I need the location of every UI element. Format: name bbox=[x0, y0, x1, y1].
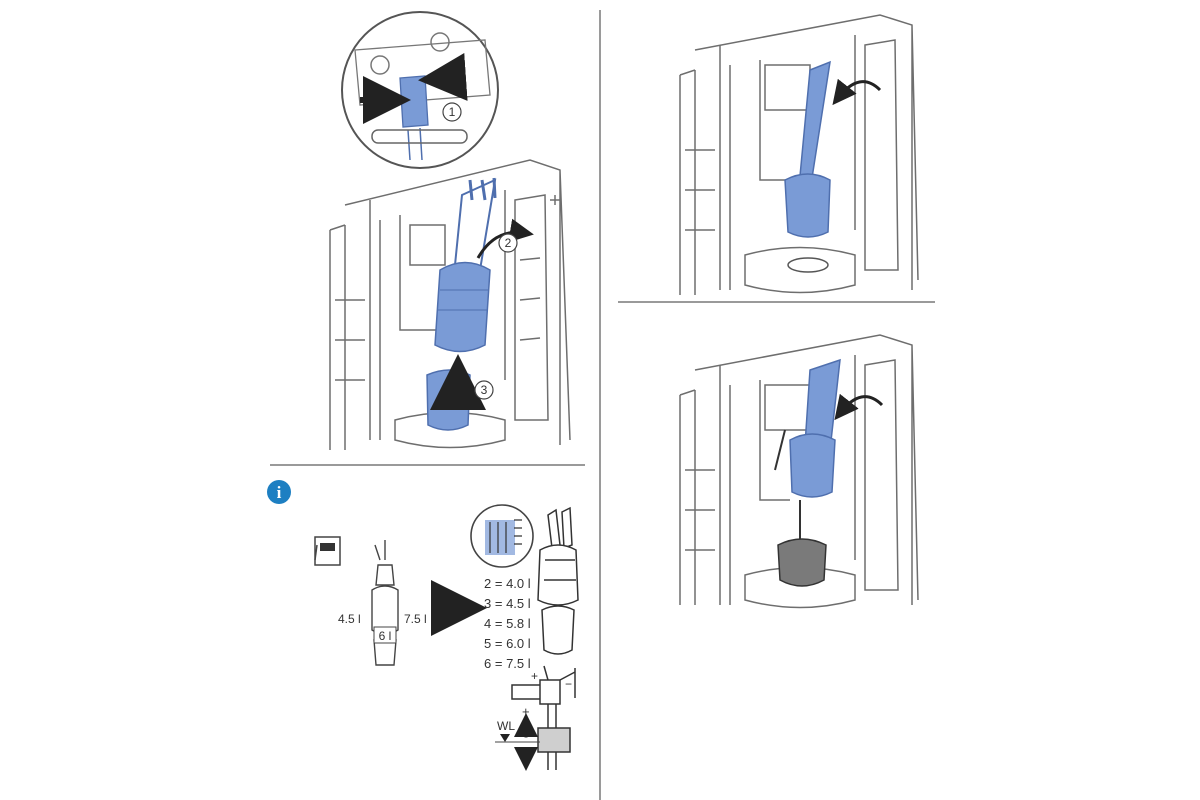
flush-volume-right-label: 7.5 l bbox=[404, 612, 427, 626]
info-icon-glyph: i bbox=[277, 483, 282, 502]
step-3-label: 3 bbox=[481, 383, 488, 397]
step-2-badge bbox=[498, 233, 518, 253]
water-level-marker bbox=[500, 734, 510, 742]
step-3-badge bbox=[474, 380, 494, 400]
fill-valve-plus-top: + bbox=[531, 669, 538, 683]
rotate-arrow bbox=[834, 393, 884, 421]
fill-valve-minus-top: − bbox=[565, 677, 572, 691]
rotate-arrow bbox=[832, 78, 882, 106]
flush-volume-left-label: 4.5 l bbox=[338, 612, 361, 626]
flush-volume-center-box bbox=[373, 626, 397, 644]
overflow-pipe-blue bbox=[784, 60, 831, 273]
volume-table: 2 = 4.0 l 3 = 4.5 l 4 = 5.8 l 5 = 6.0 l … bbox=[484, 576, 531, 671]
volume-row: 6 = 7.5 l bbox=[484, 656, 531, 671]
flush-valve-blue bbox=[434, 177, 497, 353]
step-2-label: 2 bbox=[505, 236, 512, 250]
overflow-pipe bbox=[426, 369, 471, 431]
volume-row: 5 = 6.0 l bbox=[484, 636, 531, 651]
flush-valve-blue bbox=[774, 358, 841, 587]
panel-flush-volume-info: i 4.5 l 7.5 l 6 l 2 = 4.0 l 3 = 4.5 l 4 … bbox=[267, 480, 579, 771]
step-1-badge bbox=[442, 102, 462, 122]
flush-valve-large bbox=[537, 506, 579, 655]
detail-magnifier: 1 bbox=[341, 11, 499, 169]
water-level-label: WL bbox=[497, 719, 515, 733]
info-icon bbox=[267, 480, 291, 504]
flush-volume-center-label: 6 l bbox=[379, 629, 392, 643]
step-1-label: 1 bbox=[449, 105, 456, 119]
volume-row: 2 = 4.0 l bbox=[484, 576, 531, 591]
rotate-arrow bbox=[476, 218, 534, 259]
level-detail-magnifier bbox=[470, 504, 534, 568]
fill-valve-plus-side: + bbox=[522, 704, 530, 719]
volume-row: 4 = 5.8 l bbox=[484, 616, 531, 631]
panel-install-valve bbox=[679, 334, 919, 609]
panel-remove-flush-valve: 1 2 3 bbox=[329, 11, 571, 450]
volume-row: 3 = 4.5 l bbox=[484, 596, 531, 611]
panel-remove-overflow bbox=[679, 14, 919, 295]
volume-selector-icon bbox=[314, 536, 341, 566]
cistern-frame bbox=[679, 14, 919, 295]
fill-valve-diagram bbox=[511, 665, 576, 770]
flush-valve-small bbox=[371, 540, 399, 666]
